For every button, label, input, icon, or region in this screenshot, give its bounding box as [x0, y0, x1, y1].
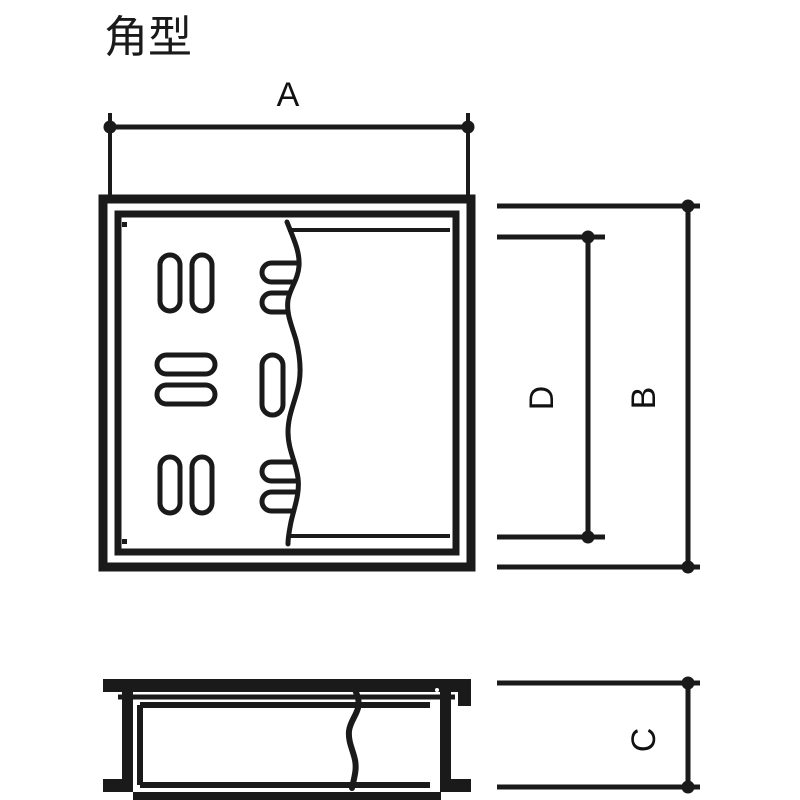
dim-d-label: D	[523, 386, 561, 411]
section-right-web	[440, 692, 451, 792]
dot-terminator-icon	[681, 199, 695, 213]
section-break-line	[345, 680, 362, 791]
dot-terminator-icon	[681, 560, 695, 574]
section-left-web	[122, 692, 133, 792]
section-registration-dot	[435, 688, 439, 692]
slot-mid-left-2	[154, 382, 218, 407]
section-top-flange	[103, 679, 471, 692]
slot-top-left-1	[157, 252, 183, 314]
dimension-a: A	[103, 76, 475, 200]
plan-view	[98, 194, 476, 572]
panel-corner-tick-bl	[122, 539, 127, 544]
dimension-c: C	[497, 676, 700, 794]
section-right-lip	[458, 692, 471, 706]
section-left-foot	[103, 779, 133, 792]
page-title: 角型	[104, 12, 192, 63]
dimension-d: D	[497, 230, 605, 544]
dot-terminator-icon	[581, 230, 595, 244]
slot-break-bot-2	[259, 489, 301, 514]
section-bottom-slab	[133, 792, 441, 800]
slot-bot-left-1	[157, 454, 183, 516]
slot-bot-left-2	[189, 454, 215, 516]
slot-break-top-1	[259, 260, 301, 285]
dot-terminator-icon	[581, 530, 595, 544]
slot-break-bot-1	[259, 459, 301, 484]
slot-center-middle	[259, 352, 286, 418]
slot-group-clipped-by-break	[259, 260, 301, 514]
dot-terminator-icon	[461, 120, 475, 134]
dim-b-label: B	[625, 387, 663, 410]
dim-c-label: C	[625, 728, 663, 753]
dot-terminator-icon	[681, 676, 695, 690]
dim-a-label: A	[277, 76, 300, 114]
slot-mid-left-1	[154, 352, 218, 377]
wavy-break-line	[284, 219, 303, 547]
slot-top-left-2	[189, 252, 215, 314]
panel-corner-tick-tl	[122, 222, 127, 227]
plan-slot-group	[154, 252, 301, 516]
dot-terminator-icon	[103, 120, 117, 134]
plan-outer-frame	[98, 194, 476, 572]
section-right-foot	[440, 779, 471, 792]
section-view	[103, 679, 471, 800]
dot-terminator-icon	[681, 780, 695, 794]
dimension-b: B	[497, 199, 700, 574]
